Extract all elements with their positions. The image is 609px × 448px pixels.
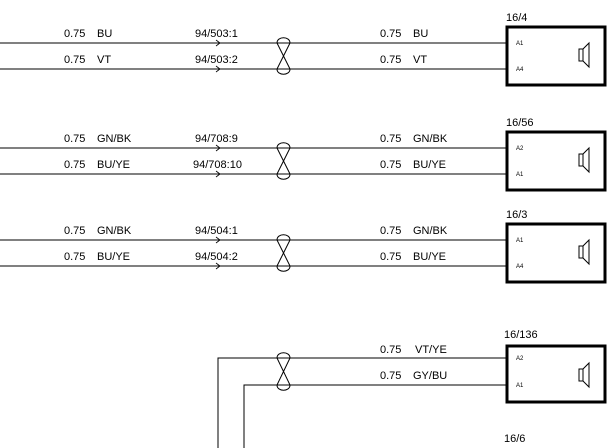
pin-label: A4 [516,67,524,73]
wire-size-left: 0.75 [64,133,86,145]
wire-size-right: 0.75 [380,159,402,171]
wire-color-left: GN/BK [97,225,132,237]
wire-color-left: GN/BK [97,133,132,145]
connector-arrow [215,236,221,244]
wire-color-right: VT/YE [415,344,447,356]
wire-color-right: GN/BK [413,133,448,145]
speaker-icon [578,41,590,69]
wire-size-right: 0.75 [380,133,402,145]
component-label: 16/3 [506,209,528,221]
connector-label: 94/504:1 [195,225,238,237]
connector-arrow [215,170,221,178]
connector-arrow [215,262,221,270]
wire-color-right: BU/YE [413,159,447,171]
connector-label: 94/708:10 [193,159,242,171]
wire-size-right: 0.75 [380,54,402,66]
circuit-16-4 [0,25,607,87]
connector-label: 94/504:2 [195,251,238,263]
wire [217,357,506,448]
wire-color-right: VT [413,54,428,66]
wire-color-left: BU [97,28,113,40]
speaker-box [505,130,607,192]
pin-label: A1 [516,238,524,244]
speaker-icon [578,146,590,174]
speaker-box [505,25,607,87]
component-label: 16/56 [506,117,534,129]
connector-label: 94/708:9 [195,133,238,145]
speaker-box [505,222,607,284]
component-label-partial: 16/6 [504,433,526,445]
wire-color-right: BU [413,28,429,40]
wire-size-left: 0.75 [64,159,86,171]
wire-color-right: GN/BK [413,225,448,237]
twisted-pair-symbol [276,37,291,75]
twisted-pair-symbol [276,142,291,180]
wire-size-right: 0.75 [380,225,402,237]
pin-label: A2 [516,146,524,152]
speaker-box [505,344,607,404]
pin-label: A1 [516,172,524,178]
wire-size-left: 0.75 [64,54,86,66]
component-label: 16/4 [506,12,528,24]
wire-color-right: GY/BU [413,370,448,382]
pin-label: A1 [516,383,524,389]
wire-size-right: 0.75 [380,251,402,263]
pin-label: A1 [516,41,524,47]
connector-arrow [215,39,221,47]
wire-size-left: 0.75 [64,28,86,40]
wire-size-right: 0.75 [380,344,402,356]
component-label: 16/136 [504,329,538,341]
wire-size-right: 0.75 [380,370,402,382]
connector-label: 94/503:2 [195,54,238,66]
wire-size-left: 0.75 [64,251,86,263]
wire [243,384,506,448]
speaker-icon [578,361,590,389]
circuit-16-136 [217,344,607,448]
wire-color-left: VT [97,54,112,66]
circuit-16-56 [0,130,607,192]
twisted-pair-symbol [276,234,291,272]
pin-label: A2 [516,356,524,362]
wire-size-right: 0.75 [380,28,402,40]
wire-color-right: BU/YE [413,251,447,263]
wire-size-left: 0.75 [64,225,86,237]
pin-label: A4 [516,264,524,270]
connector-arrow [215,144,221,152]
connector-label: 94/503:1 [195,28,238,40]
speaker-icon [578,238,590,266]
circuit-16-3 [0,222,607,284]
connector-arrow [215,65,221,73]
twisted-pair-symbol [276,352,291,391]
wire-color-left: BU/YE [97,251,131,263]
wire-color-left: BU/YE [97,159,131,171]
